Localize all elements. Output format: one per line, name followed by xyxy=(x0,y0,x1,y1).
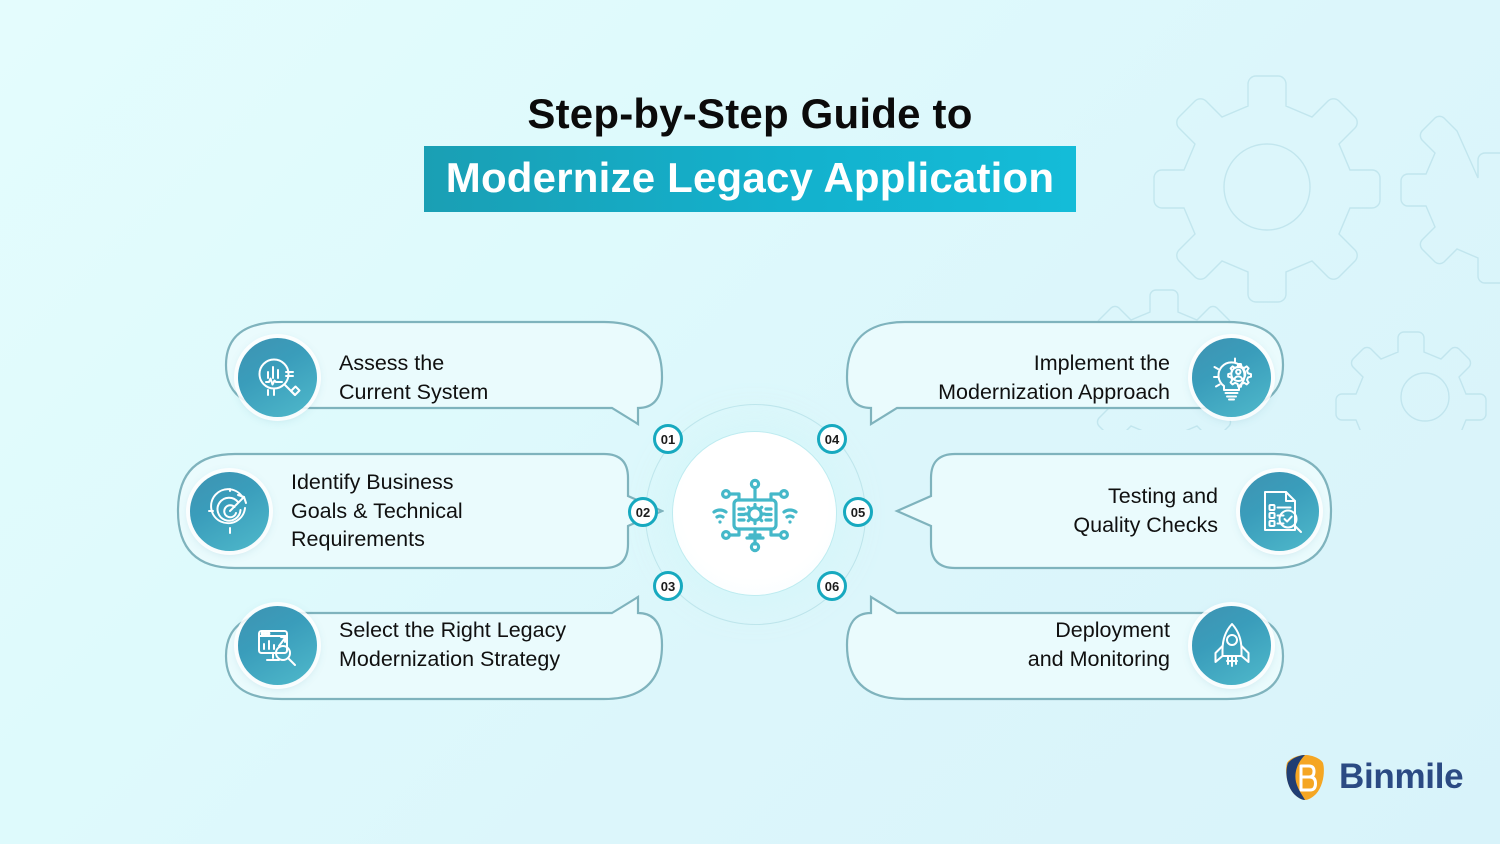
card-outline-01 xyxy=(224,320,664,426)
center-hub xyxy=(673,432,836,595)
step-card-02[interactable]: Identify Business Goals & Technical Requ… xyxy=(176,452,664,570)
card-outline-03 xyxy=(224,595,664,701)
step-badge-04[interactable]: 04 xyxy=(817,424,847,454)
monitor-chart-magnifier-icon xyxy=(257,630,296,666)
step-card-03[interactable]: Select the Right Legacy Modernization St… xyxy=(224,589,664,701)
step-text-line: Select the Right Legacy xyxy=(339,618,567,643)
step-text-02: Identify Business Goals & Technical Requ… xyxy=(291,468,463,554)
step-text-line: Goals & Technical xyxy=(291,498,463,523)
step-text-line: Modernization Approach xyxy=(938,379,1170,404)
step-icon-circle-06 xyxy=(1192,605,1271,685)
step-text-line: Testing and xyxy=(1108,484,1218,509)
target-arrow-icon xyxy=(207,488,247,534)
step-text-line: Identify Business xyxy=(291,469,454,494)
step-text-06: Deployment and Monitoring xyxy=(1028,616,1170,674)
step-card-06[interactable]: Deployment and Monitoring xyxy=(845,589,1285,701)
binmile-shield-b-logo xyxy=(1286,755,1324,800)
step-card-04[interactable]: Implement the Modernization Approach xyxy=(845,320,1285,435)
card-outline-04 xyxy=(845,320,1285,426)
step-badge-03[interactable]: 03 xyxy=(653,571,683,601)
step-badge-02[interactable]: 02 xyxy=(628,497,658,527)
step-badge-06[interactable]: 06 xyxy=(817,571,847,601)
step-badge-05[interactable]: 05 xyxy=(843,497,873,527)
step-text-line: Requirements xyxy=(291,527,425,552)
step-icon-circle-04 xyxy=(1192,338,1271,417)
step-icon-circle-05 xyxy=(1240,471,1319,551)
brand-logo[interactable]: Binmile xyxy=(1282,752,1464,802)
step-text-line: Current System xyxy=(339,379,489,404)
card-outline-02 xyxy=(176,452,664,570)
rocket-icon xyxy=(1214,623,1249,667)
title-line-1: Step-by-Step Guide to xyxy=(527,90,973,137)
step-text-line: Deployment xyxy=(1055,618,1170,643)
page-title: Step-by-Step Guide to Modernize Legacy A… xyxy=(0,90,1500,212)
step-card-01[interactable]: Assess the Current System xyxy=(224,320,664,435)
step-text-line: Assess the xyxy=(339,350,445,375)
step-text-05: Testing and Quality Checks xyxy=(1073,482,1218,540)
step-card-05[interactable]: Testing and Quality Checks xyxy=(893,452,1333,570)
step-badge-01[interactable]: 01 xyxy=(653,424,683,454)
step-icon-circle-01 xyxy=(238,338,317,417)
step-text-line: and Monitoring xyxy=(1027,647,1170,671)
step-icon-circle-02 xyxy=(190,471,269,551)
card-outline-06 xyxy=(845,595,1285,701)
step-text-04: Implement the Modernization Approach xyxy=(938,349,1170,407)
card-outline-05 xyxy=(894,452,1333,570)
step-text-line: Implement the xyxy=(1033,350,1170,375)
chart-magnifier-icon xyxy=(258,358,300,396)
title-highlight-bar: Modernize Legacy Application xyxy=(423,145,1077,212)
step-icon-circle-03 xyxy=(238,605,317,685)
step-text-line: Quality Checks xyxy=(1073,513,1218,537)
brand-name: Binmile xyxy=(1339,757,1464,796)
lightbulb-gear-user-icon xyxy=(1212,357,1252,400)
step-text-line: Modernization Strategy xyxy=(339,647,561,671)
step-text-01: Assess the Current System xyxy=(339,349,488,407)
step-text-03: Select the Right Legacy Modernization St… xyxy=(339,616,566,674)
monitor-gear-network-icon xyxy=(711,478,798,552)
document-checklist-magnifier-icon xyxy=(1263,491,1302,533)
